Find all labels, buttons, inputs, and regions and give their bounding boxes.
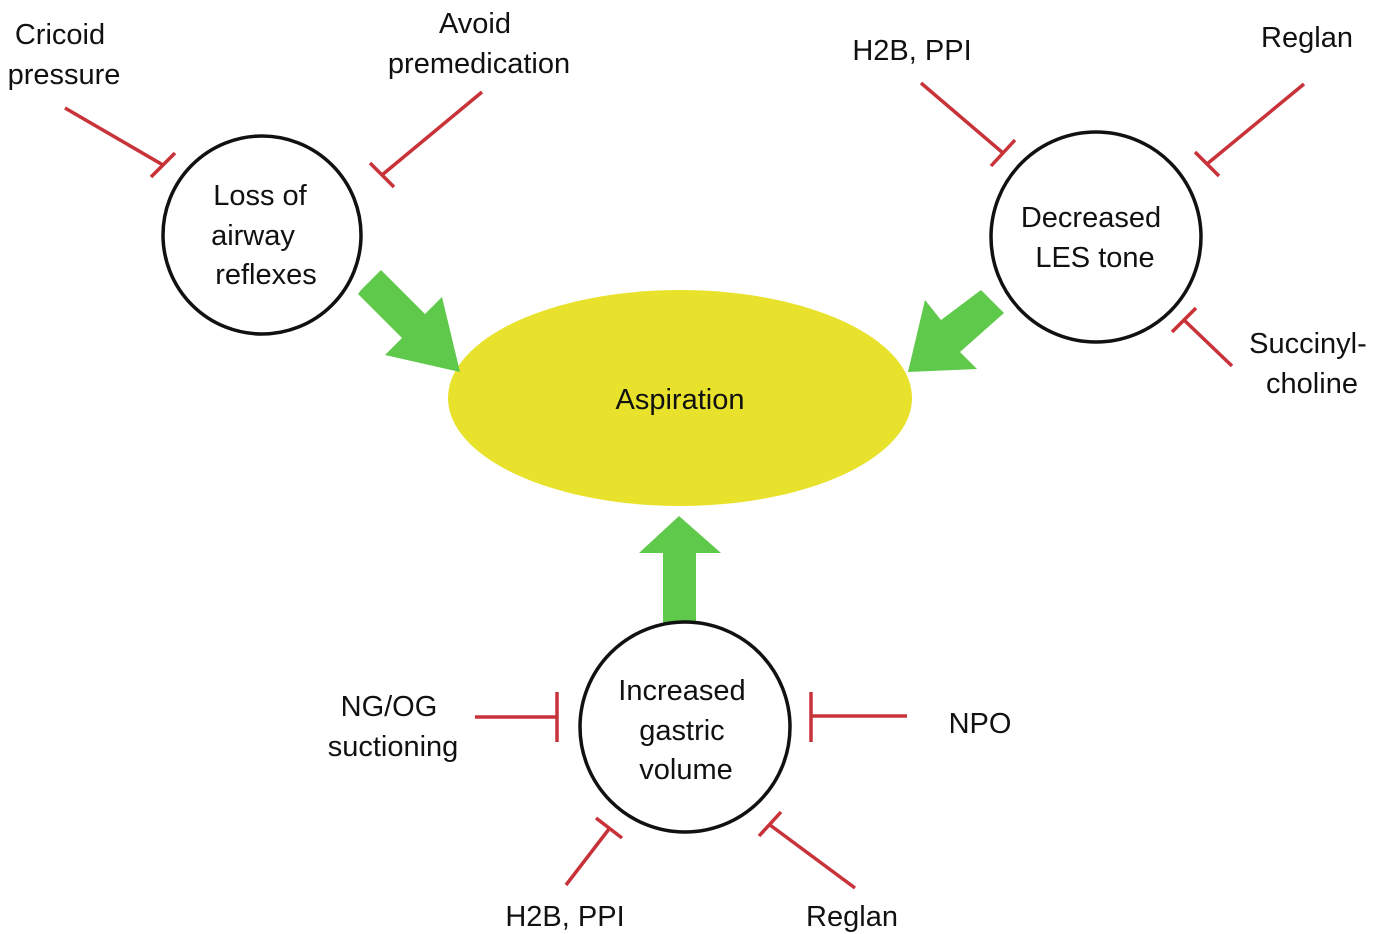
npo-line-1: NPO — [949, 708, 1012, 740]
reglan-top-line-1: Reglan — [1261, 22, 1353, 54]
arrow-gastric-to-aspiration — [639, 516, 721, 623]
label-avoid-premedication: Avoid premedication — [388, 8, 570, 80]
inhibitor-h2b-bottom — [564, 816, 624, 887]
h2b-bottom-line-1: H2B, PPI — [505, 901, 624, 933]
node-circle — [161, 134, 363, 336]
ngog-line-2: suctioning — [328, 731, 459, 763]
aspiration-ellipse — [448, 290, 912, 506]
node-decreased-les-tone: Decreased LES tone — [989, 130, 1203, 344]
premed-line-1: Avoid — [439, 8, 511, 40]
label-reglan-bottom: Reglan — [806, 901, 898, 933]
label-ngog-suctioning: NG/OG suctioning — [328, 691, 459, 763]
label-cricoid-pressure: Cricoid pressure — [8, 19, 121, 91]
node-loss-of-airway-reflexes: Loss of airway reflexes — [161, 134, 363, 336]
premed-line-2: premedication — [388, 48, 570, 80]
node-airway-line-3: reflexes — [215, 259, 317, 291]
inhibitor-ngog — [475, 692, 559, 742]
node-airway-line-1: Loss of — [213, 180, 307, 212]
svg-text:Loss of airway ref: Loss of airway reflexes — [211, 180, 317, 291]
succinyl-line-1: Succinyl- — [1249, 328, 1367, 360]
node-les-line-2: LES tone — [1035, 242, 1154, 274]
node-les-line-1: Decreased — [1021, 202, 1161, 234]
node-circle — [578, 620, 792, 834]
inhibitor-lines — [64, 81, 1306, 890]
inhibitor-cricoid — [64, 106, 177, 179]
node-gastric-line-1: Increased — [618, 675, 745, 707]
inhibitor-reglan-bottom — [757, 810, 857, 890]
arrow-les-to-aspiration — [908, 290, 1004, 372]
svg-text:Increased gastric: Increased gastric volume — [618, 675, 753, 786]
node-increased-gastric-volume: Increased gastric volume — [578, 620, 792, 834]
label-h2b-ppi-top: H2B, PPI — [852, 35, 971, 67]
inhibitor-h2b-top — [919, 81, 1017, 168]
node-circle — [989, 130, 1203, 344]
aspiration-node: Aspiration — [448, 290, 912, 506]
arrow-airway-to-aspiration — [358, 270, 460, 372]
reglan-bottom-line-1: Reglan — [806, 901, 898, 933]
inhibitor-premedication — [368, 90, 484, 189]
node-airway-line-2: airway — [211, 220, 295, 252]
cricoid-line-2: pressure — [8, 59, 121, 91]
node-gastric-line-2: gastric — [639, 715, 724, 747]
label-h2b-ppi-bottom: H2B, PPI — [505, 901, 624, 933]
svg-text:Decreased LES tone: Decreased LES tone — [1021, 202, 1169, 274]
inhibitor-reglan-top — [1193, 82, 1306, 178]
aspiration-label: Aspiration — [616, 384, 745, 416]
ngog-line-1: NG/OG — [341, 691, 438, 723]
inhibitor-npo — [809, 692, 907, 742]
label-npo: NPO — [949, 708, 1012, 740]
h2b-top-line-1: H2B, PPI — [852, 35, 971, 67]
label-succinylcholine: Succinyl- choline — [1249, 328, 1375, 400]
label-reglan-top: Reglan — [1261, 22, 1353, 54]
inhibitor-succinylcholine — [1170, 306, 1234, 368]
succinyl-line-2: choline — [1266, 368, 1358, 400]
node-gastric-line-3: volume — [639, 754, 733, 786]
cricoid-line-1: Cricoid — [15, 19, 105, 51]
